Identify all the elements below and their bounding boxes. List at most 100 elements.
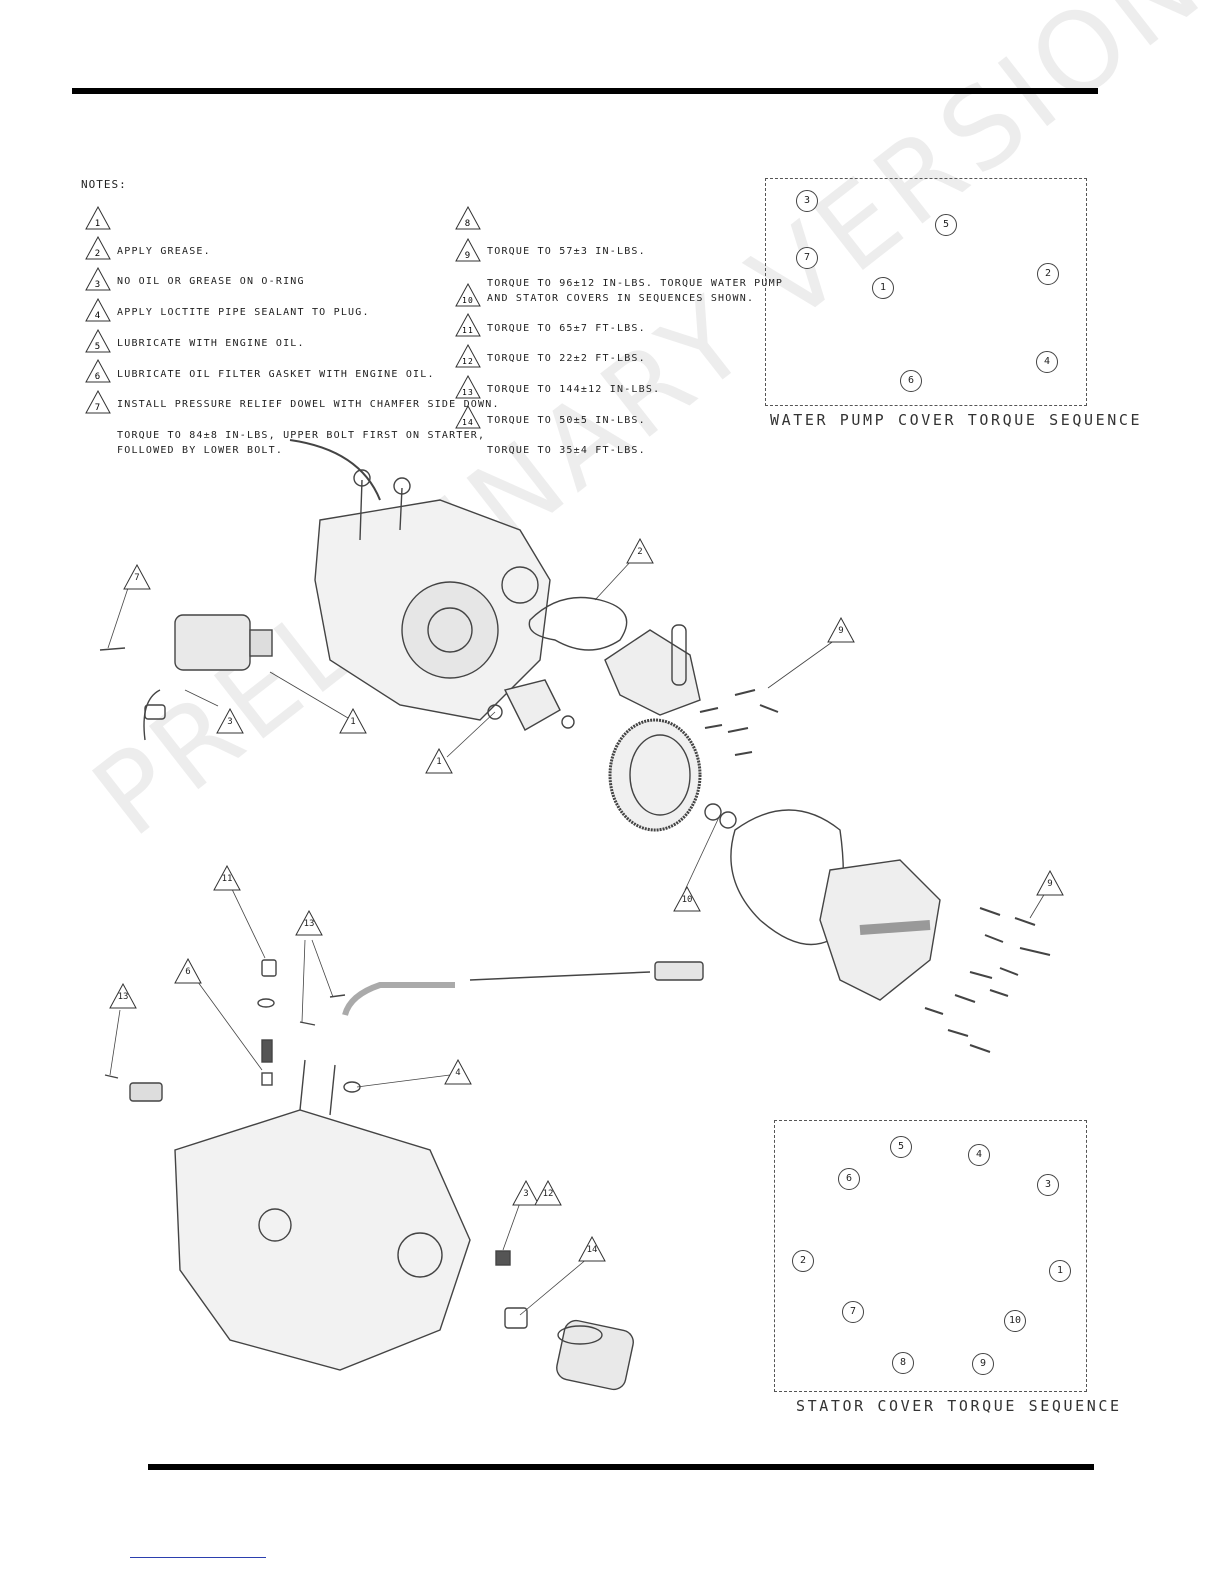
triangle-icon: 10: [455, 283, 481, 307]
flywheel-gear: [608, 718, 737, 832]
note-text: TORQUE TO 84±8 IN-LBS, UPPER BOLT FIRST …: [117, 430, 486, 456]
shaft-assembly: [487, 679, 575, 731]
sequence-number: 8: [892, 1352, 914, 1374]
callout-triangle: 9: [827, 616, 855, 643]
starter-motor: [99, 614, 273, 741]
svg-text:12: 12: [462, 357, 474, 366]
sequence-number: 7: [842, 1301, 864, 1323]
note-text: LUBRICATE OIL FILTER GASKET WITH ENGINE …: [117, 369, 435, 380]
callout-triangle: 9: [1036, 869, 1064, 896]
triangle-icon: 6: [85, 359, 111, 383]
sequence-number: 5: [935, 214, 957, 236]
note-6: 6 INSTALL PRESSURE RELIEF DOWEL WITH CHA…: [85, 359, 500, 412]
note-13: 13 TORQUE TO 50±5 IN-LBS.: [455, 375, 646, 428]
svg-text:13: 13: [462, 388, 474, 397]
note-5: 5 LUBRICATE OIL FILTER GASKET WITH ENGIN…: [85, 329, 435, 382]
svg-text:3: 3: [95, 280, 102, 290]
triangle-icon: 13: [455, 375, 481, 399]
bolt-set: [699, 689, 1051, 1053]
sequence-number: 5: [890, 1136, 912, 1158]
bottom-rule: [148, 1464, 1094, 1470]
callout-triangle: 12: [534, 1179, 562, 1206]
svg-text:11: 11: [462, 326, 474, 335]
note-10: 10 TORQUE TO 65±7 FT-LBS.: [455, 283, 646, 336]
oil-filter: [556, 1319, 634, 1391]
dipstick: [342, 961, 704, 1016]
note-14: 14 TORQUE TO 35±4 FT-LBS.: [455, 405, 646, 458]
callout-triangle: 11: [213, 864, 241, 891]
triangle-icon: 8: [455, 206, 481, 230]
note-text: TORQUE TO 144±12 IN-LBS.: [487, 384, 661, 395]
lower-engine-block: [174, 1059, 471, 1371]
sequence-number: 6: [838, 1168, 860, 1190]
stator-sequence-caption: STATOR COVER TORQUE SEQUENCE: [796, 1397, 1122, 1415]
callout-triangle: 2: [626, 537, 654, 564]
svg-text:7: 7: [95, 403, 102, 413]
note-text: TORQUE TO 65±7 FT-LBS.: [487, 323, 646, 334]
callout-triangle: 4: [444, 1058, 472, 1085]
note-text: TORQUE TO 22±2 FT-LBS.: [487, 353, 646, 364]
callout-triangle: 13: [295, 909, 323, 936]
note-9: 9 TORQUE TO 96±12 IN-LBS. TORQUE WATER P…: [455, 238, 784, 306]
footer-link-underline[interactable]: [130, 1557, 266, 1558]
note-text: TORQUE TO 35±4 FT-LBS.: [487, 445, 646, 456]
svg-text:10: 10: [462, 296, 474, 305]
triangle-icon: 4: [85, 298, 111, 322]
note-12: 12 TORQUE TO 144±12 IN-LBS.: [455, 344, 661, 397]
callout-triangle: 3: [216, 707, 244, 734]
triangle-icon: 12: [455, 344, 481, 368]
svg-text:1: 1: [95, 219, 102, 229]
water-pump-sequence-box: 3 5 7 2 1 4 6: [765, 178, 1087, 406]
leader-lines: [107, 559, 1046, 1316]
sequence-number: 2: [792, 1250, 814, 1272]
note-2: 2 NO OIL OR GREASE ON O-RING: [85, 236, 305, 289]
note-text: LUBRICATE WITH ENGINE OIL.: [117, 338, 305, 349]
sequence-number: 4: [1036, 351, 1058, 373]
note-11: 11 TORQUE TO 22±2 FT-LBS.: [455, 313, 646, 366]
sequence-number: 3: [1037, 1174, 1059, 1196]
callout-triangle: 1: [339, 707, 367, 734]
callout-triangle: 13: [109, 982, 137, 1009]
triangle-icon: 14: [455, 405, 481, 429]
triangle-icon: 7: [85, 390, 111, 414]
stator-cover: [730, 809, 941, 1001]
svg-text:8: 8: [465, 219, 472, 229]
callout-triangle: 14: [578, 1235, 606, 1262]
note-text: INSTALL PRESSURE RELIEF DOWEL WITH CHAMF…: [117, 399, 500, 410]
svg-text:6: 6: [95, 372, 102, 382]
callout-triangle: 10: [673, 885, 701, 912]
top-rule: [72, 88, 1098, 94]
triangle-icon: 3: [85, 267, 111, 291]
note-text: NO OIL OR GREASE ON O-RING: [117, 276, 305, 287]
upper-engine-block: [289, 439, 551, 721]
svg-text:5: 5: [95, 342, 102, 352]
svg-text:2: 2: [95, 249, 102, 259]
sequence-number: 4: [968, 1144, 990, 1166]
svg-text:4: 4: [95, 311, 102, 321]
sequence-number: 2: [1037, 263, 1059, 285]
water-pump-sequence-caption: WATER PUMP COVER TORQUE SEQUENCE: [770, 411, 1143, 429]
sequence-number: 1: [872, 277, 894, 299]
callout-triangle: 7: [123, 563, 151, 590]
callout-triangle: 6: [174, 957, 202, 984]
triangle-icon: 9: [455, 238, 481, 262]
svg-text:9: 9: [465, 251, 472, 261]
note-1: 1 APPLY GREASE.: [85, 206, 211, 259]
note-text: TORQUE TO 96±12 IN-LBS. TORQUE WATER PUM…: [487, 278, 784, 304]
sequence-number: 3: [796, 190, 818, 212]
note-text: APPLY LOCTITE PIPE SEALANT TO PLUG.: [117, 307, 370, 318]
sequence-number: 7: [796, 247, 818, 269]
callout-triangle: 1: [425, 747, 453, 774]
svg-text:14: 14: [462, 418, 474, 427]
note-7: 7 TORQUE TO 84±8 IN-LBS, UPPER BOLT FIRS…: [85, 390, 486, 458]
note-text: APPLY GREASE.: [117, 246, 211, 257]
sequence-number: 1: [1049, 1260, 1071, 1282]
sequence-number: 10: [1004, 1310, 1026, 1332]
notes-title: NOTES:: [81, 178, 127, 191]
note-8: 8 TORQUE TO 57±3 IN-LBS.: [455, 206, 646, 259]
note-text: TORQUE TO 50±5 IN-LBS.: [487, 415, 646, 426]
sequence-number: 9: [972, 1353, 994, 1375]
triangle-icon: 5: [85, 329, 111, 353]
note-text: TORQUE TO 57±3 IN-LBS.: [487, 246, 646, 257]
